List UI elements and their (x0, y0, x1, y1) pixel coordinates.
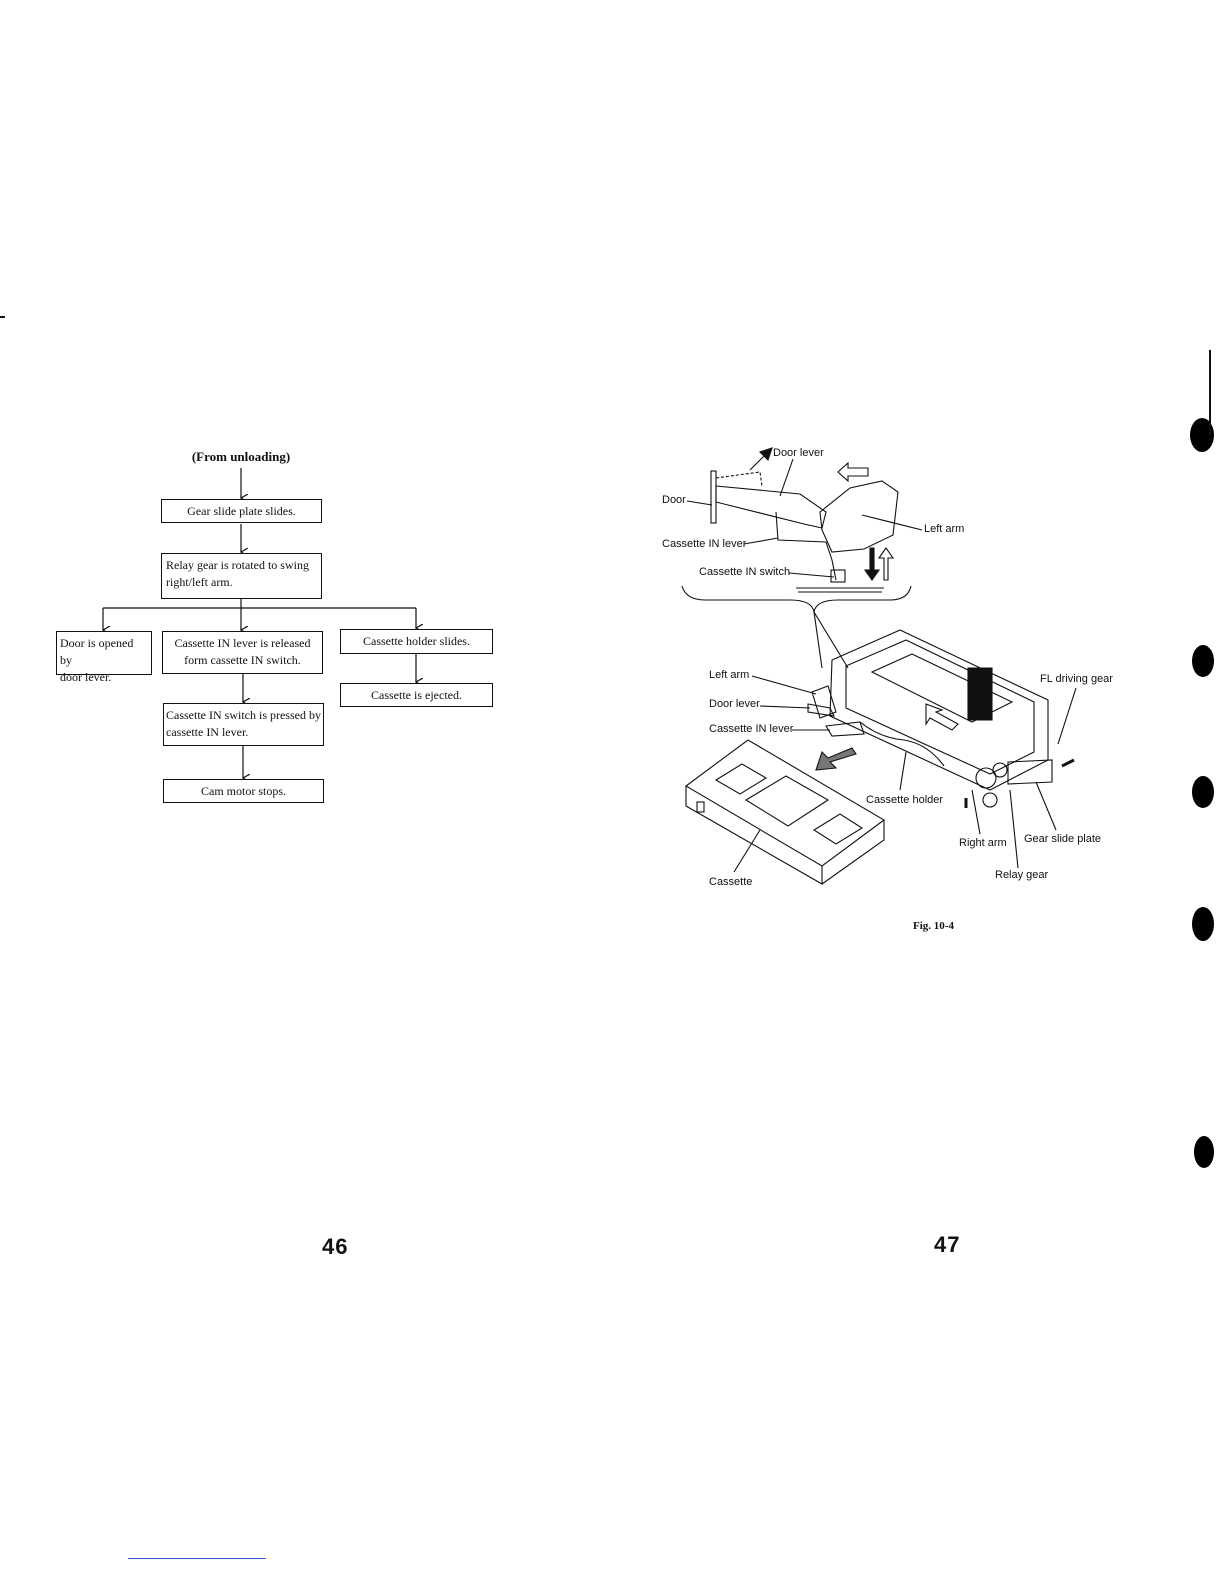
label-cassette-in-switch: Cassette IN switch (699, 566, 791, 578)
left-arrow-outline (837, 461, 869, 483)
cassette-in-lever-lower-shape (825, 721, 865, 737)
door-open-outline (715, 471, 763, 487)
flow-step-cassette-ejected: Cassette is ejected. (340, 683, 493, 707)
flow-step-gear-slide: Gear slide plate slides. (161, 499, 322, 523)
frame-window (870, 653, 1014, 723)
page-number-left: 46 (322, 1234, 349, 1259)
flow-step-relay-gear: Relay gear is rotated to swing right/lef… (161, 553, 322, 599)
fl-driving-gear-shape (982, 792, 998, 808)
flow-step-cam-motor-stops: Cam motor stops. (163, 779, 324, 803)
label-cassette: Cassette (709, 876, 753, 888)
flow-step-cassette-in-switch-pressed: Cassette IN switch is pressed by cassett… (163, 703, 324, 746)
label-cassette-in-lever: Cassette IN lever (709, 723, 794, 735)
cassette-holder-shape (859, 721, 945, 767)
cassette-top-shape (685, 739, 885, 867)
cassette-front-shape (685, 786, 823, 885)
label-gear-slide-plate: Gear slide plate (1024, 833, 1102, 845)
binder-hole-mark-5 (1194, 1136, 1214, 1168)
binder-hole-mark-3 (1192, 776, 1214, 808)
door-panel-shape (710, 470, 717, 524)
detail-brace (681, 585, 912, 613)
label-door: Door (662, 494, 686, 506)
door-lever-arrow (749, 447, 773, 471)
label-left-arm: Left arm (709, 669, 750, 681)
cassette-in-lever-shape (775, 511, 837, 581)
flowchart-start-label: (From unloading) (191, 449, 291, 464)
left-arm-lower-shape (811, 685, 837, 719)
scan-footer-line (128, 1558, 266, 1559)
gear-slide-plate-shape (1007, 759, 1053, 785)
binder-hole-mark-4 (1192, 907, 1214, 941)
mechanism-frame (829, 629, 1049, 791)
flow-step-cassette-holder-slides: Cassette holder slides. (340, 629, 493, 654)
relay-gear-shape (975, 767, 997, 789)
eject-direction-arrow (967, 667, 993, 721)
label-door-lever-top: Door lever (773, 447, 824, 459)
cassette-eject-arrow (815, 747, 857, 771)
label-cassette-in-lever-top: Cassette IN lever (662, 538, 747, 550)
door-lever-shape (715, 485, 827, 529)
scan-edge-line (1209, 350, 1211, 436)
label-relay-gear: Relay gear (995, 869, 1049, 881)
switch-body-shape (830, 569, 846, 583)
binder-hole-mark-2 (1192, 645, 1214, 677)
page-number-right: 47 (934, 1232, 961, 1257)
left-arm-shape (819, 480, 899, 553)
down-arrow-filled (863, 547, 881, 581)
flow-step-cassette-in-lever-released: Cassette IN lever is released form casse… (162, 631, 323, 674)
scan-edge-tick (0, 316, 5, 318)
label-right-arm: Right arm (959, 837, 1007, 849)
label-left-arm-top: Left arm (924, 523, 965, 535)
label-door-lever: Door lever (709, 698, 760, 710)
flow-step-door-opened: Door is opened by door lever. (56, 631, 152, 684)
door-lever-lower-shape (807, 703, 835, 717)
up-arrow-outline (877, 547, 895, 581)
figure-caption: Fig. 10-4 (913, 920, 954, 932)
label-cassette-holder: Cassette holder (866, 794, 944, 806)
label-fl-driving-gear: FL driving gear (1040, 673, 1113, 685)
